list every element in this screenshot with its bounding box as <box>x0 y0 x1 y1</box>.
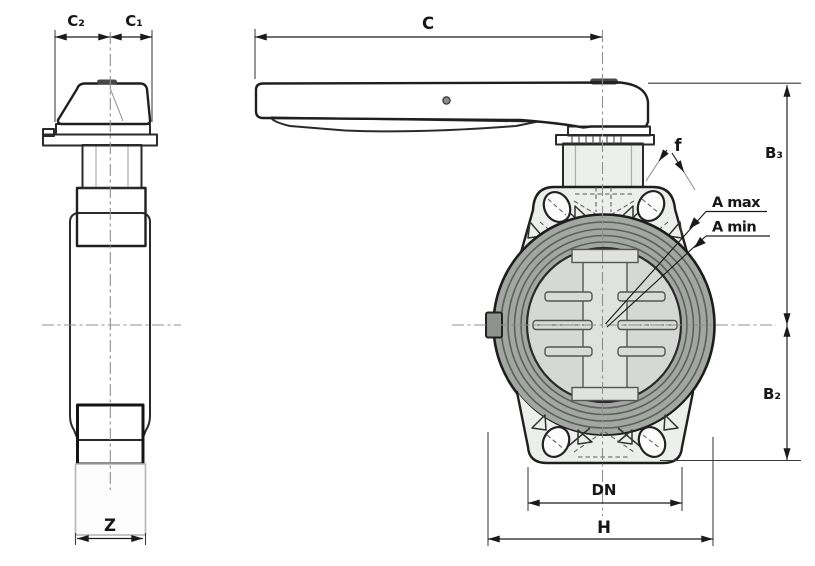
top-flange <box>516 185 692 265</box>
dim-label-b2: B₂ <box>763 385 781 403</box>
dim-label-b3: B₃ <box>765 144 783 162</box>
dim-label-z: Z <box>104 516 116 535</box>
handle-pivot-hole <box>442 96 451 105</box>
dim-label-c2: C₂ <box>67 12 85 30</box>
ratchet-plate-lower <box>42 133 158 147</box>
handle-knob-side <box>56 82 152 126</box>
stem <box>81 144 143 189</box>
valve-handle <box>254 78 650 133</box>
upper-housing <box>75 186 147 248</box>
handle-lever <box>254 81 650 129</box>
spine-cap-top <box>571 248 639 264</box>
trigger-end <box>42 128 55 137</box>
valve-body-side <box>42 79 158 536</box>
bottom-flange <box>515 390 695 465</box>
dim-label-h: H <box>597 518 611 537</box>
dimension-dn: DN <box>527 467 683 511</box>
dim-label-a-max: A max <box>712 195 761 211</box>
dimension-z: Z <box>74 516 147 545</box>
dim-label-a-min: A min <box>712 220 756 236</box>
handle-trigger <box>270 116 539 133</box>
callout-a-max-min: A max A min <box>605 195 770 328</box>
ratchet-teeth <box>571 136 622 144</box>
dimension-b3-b2: B₃ B₂ <box>648 82 801 462</box>
dimension-c2-c1: C₂ C₁ <box>54 12 153 122</box>
spine-cap-bottom <box>571 386 639 402</box>
valve-neck <box>555 125 655 196</box>
dim-label-c: C <box>422 14 434 33</box>
disc-ribs <box>532 291 678 357</box>
dimension-h: H <box>487 432 714 546</box>
stem-tip <box>97 79 117 85</box>
dim-label-c1: C₁ <box>125 12 143 30</box>
dim-label-f: f <box>674 136 682 155</box>
ratchet-plate-upper <box>55 123 151 136</box>
dimension-f: f <box>645 136 696 191</box>
dimension-c: C <box>254 14 603 79</box>
front-view: C <box>254 14 801 546</box>
side-view: C₂ C₁ <box>42 12 181 545</box>
dim-label-dn: DN <box>591 481 616 499</box>
